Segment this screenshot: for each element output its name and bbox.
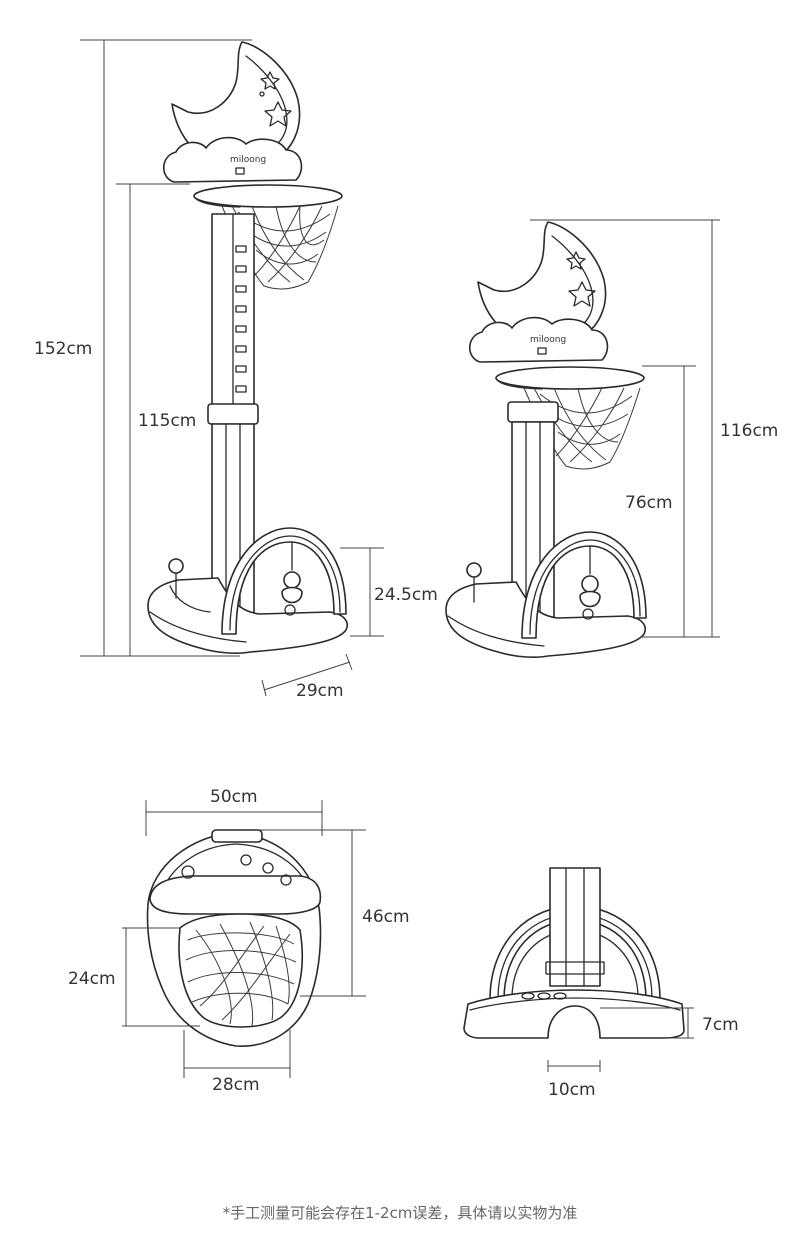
short-pole-collar <box>507 401 559 423</box>
short-base <box>445 581 646 658</box>
tall-rim-height-label: 115cm <box>138 411 196 431</box>
tall-total-height-label: 152cm <box>34 339 92 359</box>
short-total-height-label: 116cm <box>720 421 778 441</box>
top-view-net <box>185 921 297 1027</box>
top-width-label: 50cm <box>210 787 258 807</box>
star-icon <box>260 71 280 90</box>
tall-stand-drawing: miloong <box>147 41 348 654</box>
tall-brand-logo: miloong <box>230 155 266 165</box>
tall-base-depth-label: 29cm <box>296 681 344 701</box>
top-view-rim <box>178 913 303 1028</box>
top-depth-label: 46cm <box>362 907 410 927</box>
short-brand-logo: miloong <box>530 335 566 345</box>
top-rim-width-label: 28cm <box>212 1075 260 1095</box>
measurement-footnote: *手工测量可能会存在1-2cm误差，具体请以实物为准 <box>222 1204 578 1222</box>
front-view-base <box>463 989 685 1039</box>
tall-cloud-panel <box>162 136 303 183</box>
tall-pole-collar <box>207 403 259 425</box>
tall-rim <box>193 184 343 208</box>
height-adjust-slots <box>235 245 247 393</box>
short-net <box>523 387 641 470</box>
short-dimension-lines <box>530 219 720 638</box>
star-icon <box>568 281 596 307</box>
star-icon <box>264 101 292 127</box>
tall-arch <box>221 527 347 635</box>
tall-base-height-label: 24.5cm <box>374 585 438 605</box>
tall-hanging-toy <box>283 571 301 589</box>
front-base-height-label: 7cm <box>702 1015 739 1035</box>
tall-base <box>147 577 348 654</box>
short-rim <box>495 366 645 390</box>
short-hanging-toy <box>581 575 599 593</box>
top-rim-depth-label: 24cm <box>68 969 116 989</box>
tall-knob <box>168 558 184 574</box>
short-knob <box>466 562 482 578</box>
short-cloud-panel <box>468 316 609 363</box>
front-opening-width-label: 10cm <box>548 1080 596 1100</box>
front-view-dimension-lines <box>547 1007 694 1072</box>
short-rim-height-label: 76cm <box>625 493 673 513</box>
top-view-drawing <box>146 829 322 1047</box>
front-view-pole <box>549 867 601 987</box>
top-view-dimension-lines <box>122 800 366 1078</box>
short-arch <box>521 531 647 639</box>
short-stand-drawing: miloong <box>445 221 647 658</box>
star-icon <box>566 251 586 270</box>
front-view-drawing <box>463 867 685 1039</box>
tall-dimension-lines <box>80 39 384 697</box>
